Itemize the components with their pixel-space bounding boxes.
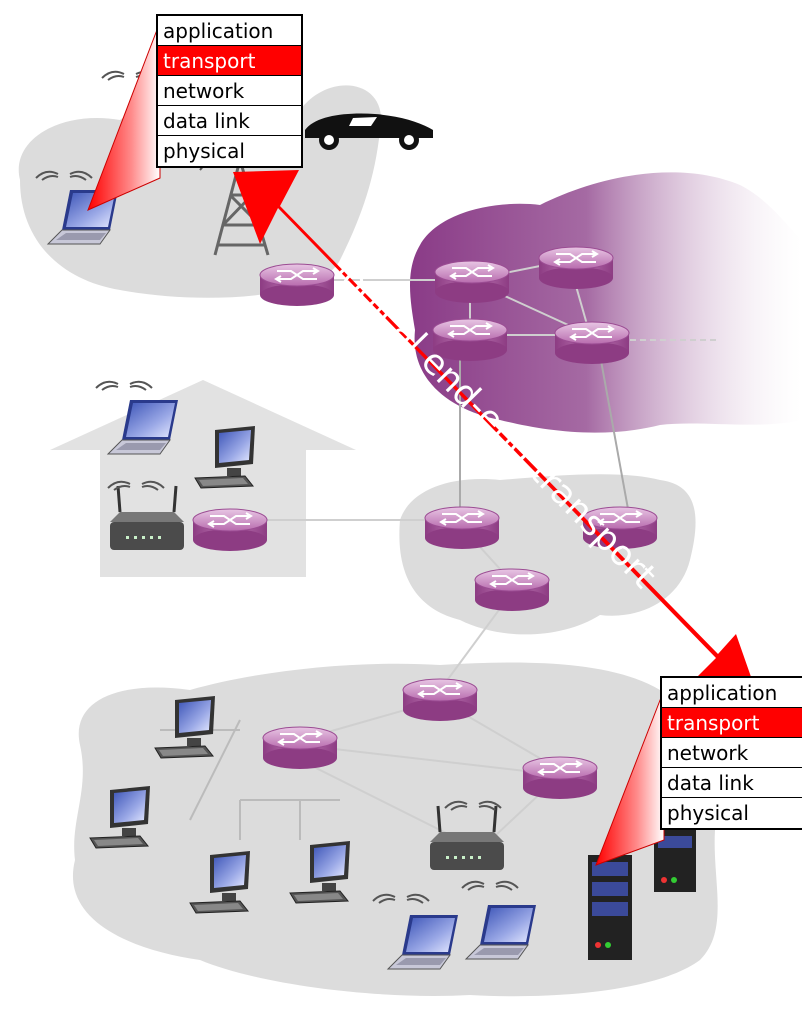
layer-physical: physical — [158, 136, 301, 166]
car-icon — [305, 113, 433, 150]
layer-data-link: data link — [662, 768, 802, 798]
layer-physical: physical — [662, 798, 802, 828]
layer-network: network — [662, 738, 802, 768]
layer-application: application — [662, 678, 802, 708]
top-stack-callout — [87, 21, 161, 211]
laptop-waves — [95, 380, 153, 391]
server-icon — [588, 855, 632, 960]
enterprise-network-cloud — [72, 662, 718, 997]
protocol-stack-top: application transport network data link … — [156, 14, 303, 168]
layer-application: application — [158, 16, 301, 46]
protocol-stack-bottom: application transport network data link … — [660, 676, 802, 830]
layer-data-link: data link — [158, 106, 301, 136]
layer-transport: transport — [158, 46, 301, 76]
layer-transport: transport — [662, 708, 802, 738]
isp-cloud — [410, 172, 802, 433]
layer-network: network — [158, 76, 301, 106]
